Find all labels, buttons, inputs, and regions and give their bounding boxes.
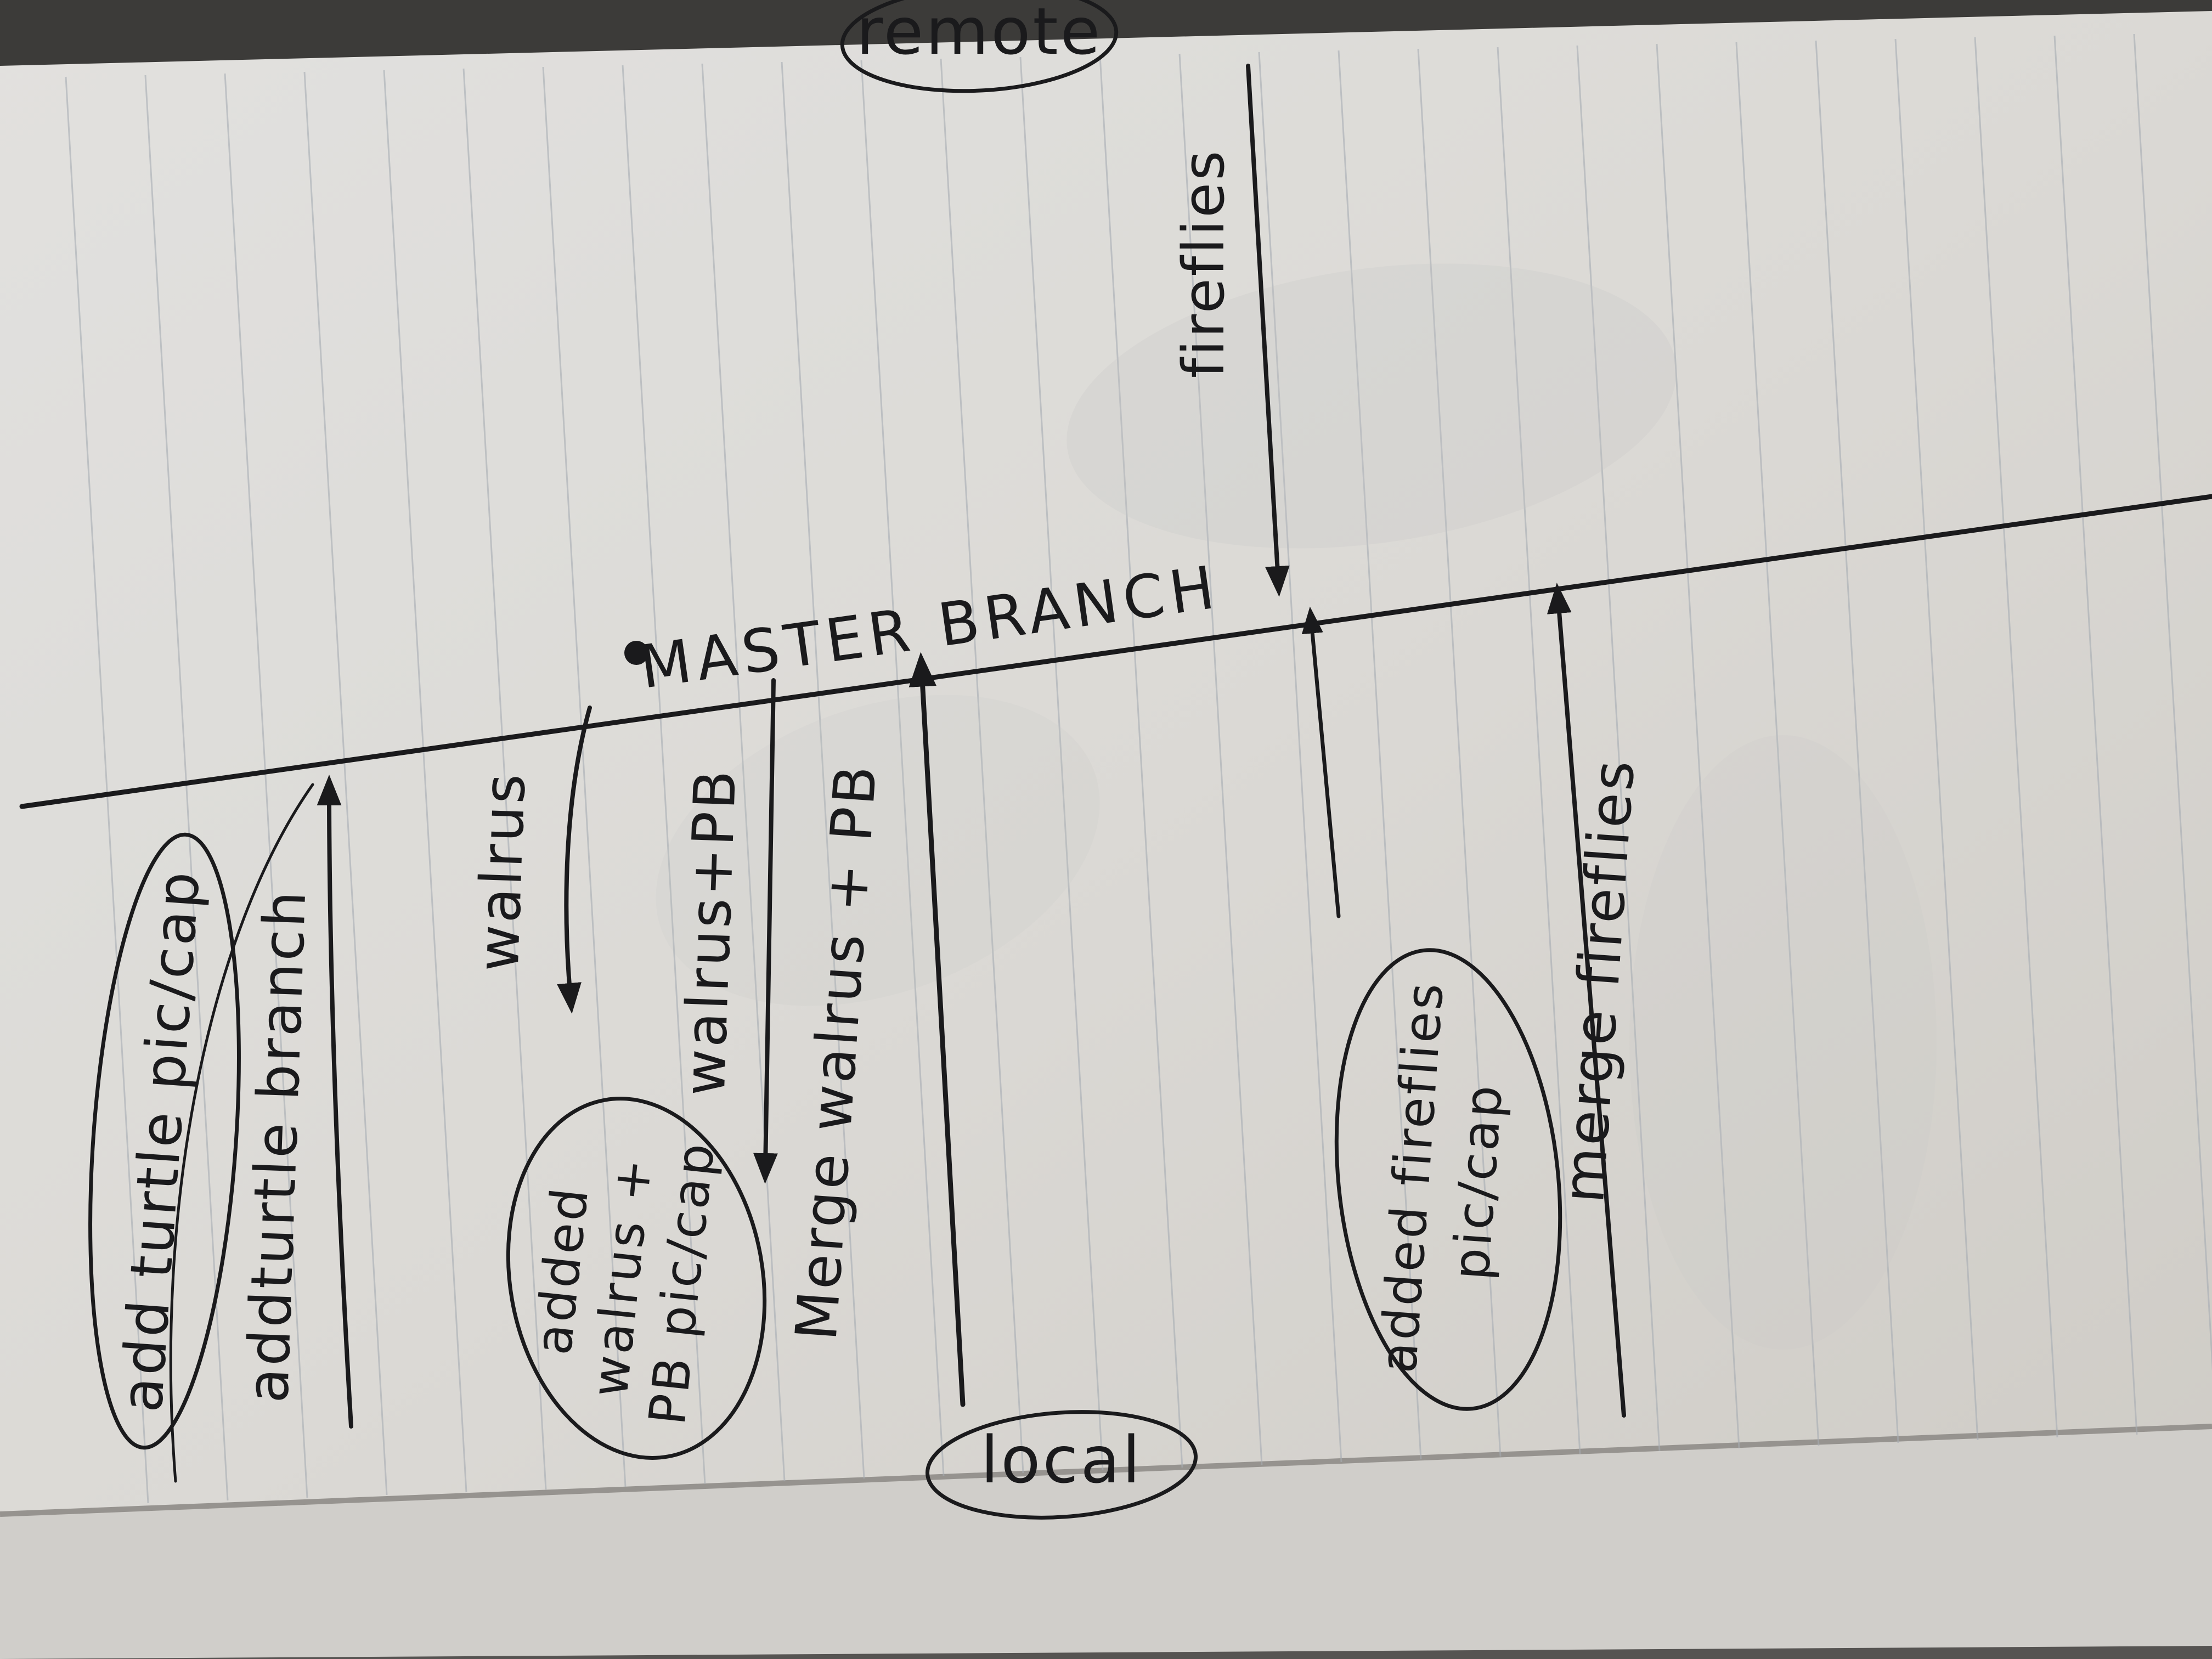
- merge-walrus-pb-arrow: [909, 652, 966, 1407]
- remote-label-group: remote: [840, 0, 1119, 93]
- remote-label-oval: [840, 0, 1119, 93]
- fireflies-push-arrow: [1301, 606, 1341, 918]
- walrus-label: walrus: [465, 770, 539, 973]
- fireflies-label: fireflies: [1170, 149, 1237, 379]
- ruled-line: [1974, 37, 2058, 1438]
- binding-edge: [0, 1646, 2212, 1659]
- ruled-lines: [65, 33, 2212, 1504]
- walrus-arrow: [557, 706, 592, 1014]
- fireflies-arrow: [1246, 64, 1290, 597]
- ruled-line: [1894, 38, 1979, 1441]
- ruled-line: [224, 73, 308, 1498]
- ruled-line: [2133, 33, 2212, 1372]
- local-label-oval: [926, 1410, 1198, 1520]
- remote-label: remote: [856, 0, 1103, 69]
- ruled-line: [781, 61, 865, 1479]
- merge-fireflies-arrow: [1547, 583, 1626, 1418]
- ruled-line: [1417, 48, 1502, 1457]
- ruled-line: [1735, 42, 1820, 1446]
- add-turtle-note-oval: [88, 832, 241, 1450]
- add-turtle-branch-arrow: [317, 775, 353, 1429]
- ruled-line: [462, 68, 547, 1490]
- ruled-line: [1656, 43, 1740, 1449]
- ruled-line: [1576, 45, 1661, 1452]
- ruled-line: [144, 75, 229, 1501]
- ruled-line: [542, 66, 627, 1487]
- page-gutter: [0, 1424, 2212, 1517]
- added-walrus-note-oval: [506, 1097, 767, 1460]
- local-label-group: local: [926, 1410, 1198, 1520]
- ruled-line: [1178, 53, 1263, 1465]
- walrus-pb-arrow: [753, 678, 778, 1184]
- added-fireflies-note-oval: [1334, 948, 1562, 1411]
- walrus-pb-label: walrus+PB: [671, 767, 749, 1097]
- lower-page: [0, 1426, 2212, 1659]
- ruled-line: [1815, 40, 1899, 1443]
- added-walrus-note: added walrus + PB pic/cap: [506, 1097, 767, 1460]
- turtle-callout-line: [169, 783, 314, 1483]
- ruled-line: [860, 60, 945, 1476]
- ruled-line: [1497, 47, 1581, 1454]
- ruled-line: [303, 71, 388, 1496]
- ruled-line: [1099, 55, 1183, 1468]
- ruled-line: [1258, 52, 1342, 1463]
- master-branch-line: [19, 494, 2212, 809]
- branch-start-dot: [624, 641, 648, 665]
- ruled-line: [701, 63, 786, 1482]
- ruled-line: [940, 58, 1024, 1474]
- ruled-line: [2053, 35, 2138, 1435]
- notebook-page: [0, 11, 2212, 1659]
- ruled-line: [622, 65, 706, 1485]
- ruled-line: [1019, 57, 1104, 1471]
- show-through-writing: [656, 263, 1937, 1350]
- added-fireflies-note-line2: pic/cap: [1441, 1081, 1514, 1282]
- ruled-line: [383, 70, 467, 1493]
- ruled-line: [65, 76, 149, 1504]
- ruled-line: [1338, 50, 1422, 1460]
- local-label: local: [981, 1422, 1143, 1498]
